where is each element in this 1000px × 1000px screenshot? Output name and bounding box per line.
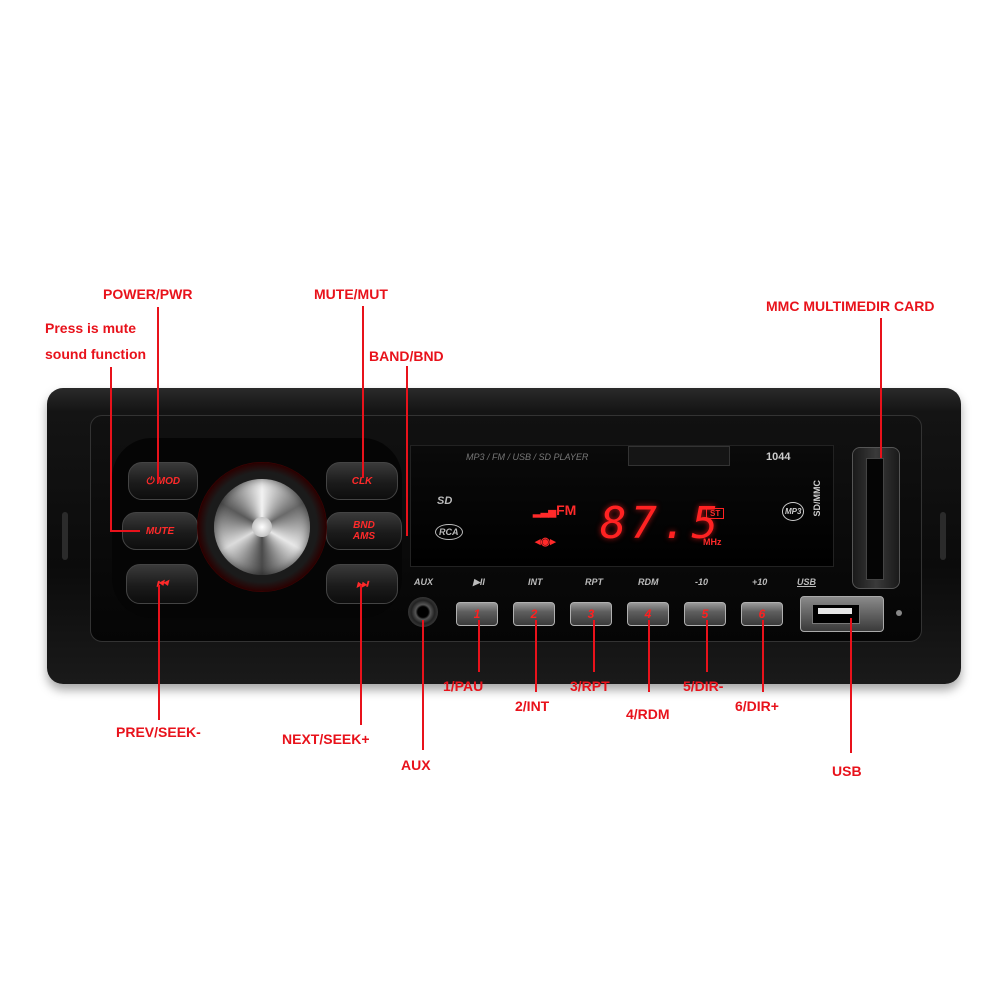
callout-dir-plus: 6/DIR+: [735, 698, 779, 714]
clk-label: CLK: [351, 475, 373, 487]
callout-press-mute-2: sound function: [45, 346, 147, 362]
frequency-readout: 87.5: [600, 498, 722, 549]
callout-rdm: 4/RDM: [626, 706, 670, 722]
mhz-unit: MHz: [703, 537, 722, 547]
callout-next: NEXT/SEEK+: [282, 731, 370, 747]
prev-icon: ⏮: [156, 576, 168, 591]
ams-label: AMS: [352, 531, 376, 542]
callout-band: BAND/BND: [369, 348, 444, 364]
rdm-callout-line: [648, 620, 650, 692]
callout-pau: 1/PAU: [443, 678, 484, 694]
dir-plus-callout-line: [762, 620, 764, 692]
preset-button-5[interactable]: 5: [684, 602, 726, 626]
callout-dir-minus: 5/DIR-: [683, 678, 724, 694]
minus10-label: -10: [695, 577, 709, 587]
mute-press-callout-line-h: [110, 530, 140, 532]
stereo-icon: ◂◉▸: [535, 536, 556, 548]
sd-logo: SD: [437, 495, 453, 507]
sdmmc-label: SD/MMC: [812, 480, 822, 517]
volume-knob-center: [252, 517, 272, 537]
bnd-label: BND: [353, 520, 375, 531]
next-seek-button[interactable]: ⏭: [326, 564, 398, 604]
mp3-music-logo: MP3: [782, 502, 805, 521]
preset-button-1[interactable]: 1: [456, 602, 498, 626]
rdm-label: RDM: [638, 577, 659, 587]
lcd-display: [410, 445, 834, 567]
rpt-callout-line: [593, 620, 595, 672]
prev-seek-button[interactable]: ⏮: [126, 564, 198, 604]
callout-mmc-card: MMC MULTIMEDIR CARD: [766, 298, 935, 314]
int-label: INT: [528, 577, 543, 587]
power-callout-line: [157, 307, 159, 483]
mute-callout-line: [362, 306, 364, 478]
rpt-label: RPT: [585, 577, 603, 587]
power-icon: ⏻: [145, 475, 154, 487]
mod-label: MOD: [156, 475, 181, 487]
callout-prev: PREV/SEEK-: [116, 724, 201, 740]
mute-press-callout-line: [110, 367, 112, 531]
model-number: 1044: [766, 451, 791, 463]
callout-usb: USB: [832, 763, 862, 779]
left-side-slot: [62, 512, 68, 560]
next-icon: ⏭: [356, 576, 368, 591]
aux-callout-line: [422, 620, 424, 750]
callout-int: 2/INT: [515, 698, 550, 714]
dir-minus-callout-line: [706, 620, 708, 672]
power-mod-button[interactable]: ⏻ MOD: [128, 462, 198, 500]
callout-rpt: 3/RPT: [570, 678, 610, 694]
mmc-callout-line: [880, 318, 882, 458]
band-text: FM: [556, 502, 577, 518]
band-ams-button[interactable]: BND AMS: [326, 512, 402, 550]
usb-small-label: USB: [797, 577, 817, 587]
preset-button-2[interactable]: 2: [513, 602, 555, 626]
int-callout-line: [535, 620, 537, 692]
mute-label: MUTE: [145, 525, 175, 537]
st-indicator: ST: [706, 508, 725, 519]
callout-aux: AUX: [401, 757, 431, 773]
pau-callout-line: [478, 620, 480, 672]
callout-power: POWER/PWR: [103, 286, 193, 302]
usb-tongue: [818, 608, 852, 614]
callout-mute: MUTE/MUT: [314, 286, 388, 302]
preset-button-3[interactable]: 3: [570, 602, 612, 626]
band-callout-line: [406, 366, 408, 536]
sd-card-opening: [866, 458, 884, 580]
reset-hole: [896, 610, 902, 616]
usb-callout-line: [850, 618, 852, 753]
callout-press-mute-1: Press is mute: [45, 320, 137, 336]
right-side-slot: [940, 512, 946, 560]
play-pause-label: ▶II: [473, 577, 485, 587]
usb-opening: [812, 604, 860, 624]
signal-icon: ▂▃▅: [533, 507, 557, 518]
prev-callout-line: [158, 585, 160, 720]
source-list-text: MP3 / FM / USB / SD PLAYER: [466, 452, 589, 462]
rca-logo: RCA: [435, 524, 463, 540]
next-callout-line: [360, 585, 362, 725]
mp3-text: MP3: [785, 507, 802, 516]
band-indicator: ▂▃▅FM: [533, 502, 576, 518]
aux-label: AUX: [414, 577, 434, 587]
plus10-label: +10: [752, 577, 768, 587]
display-top-slot: [628, 446, 730, 466]
